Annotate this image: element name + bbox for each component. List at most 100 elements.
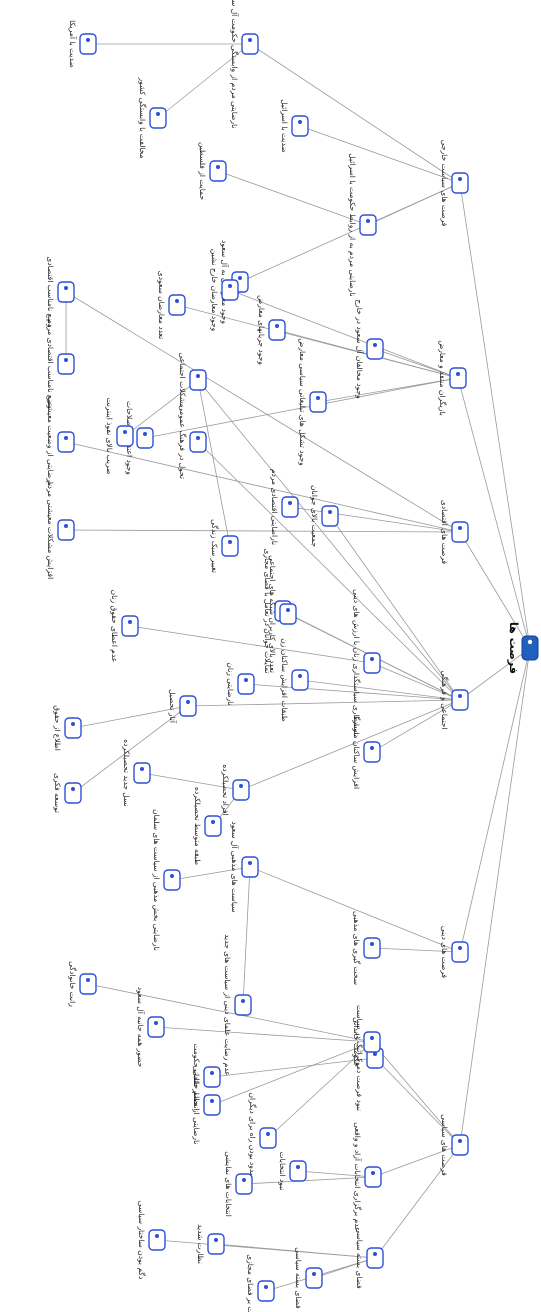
node-d7[interactable]: تعدد بالای کاربران شبکه های اجتماعی xyxy=(268,555,297,673)
node-e4[interactable]: سخت گیری های مذهبی xyxy=(352,911,381,985)
node-dot xyxy=(373,1252,377,1256)
node-f5[interactable]: نارضایتی از نظام خاندانی xyxy=(192,1066,221,1145)
link-f3 xyxy=(371,1041,461,1146)
node-d1[interactable]: مشکلات اجتماعی xyxy=(178,352,207,408)
node-dot xyxy=(214,1238,218,1242)
node-c[interactable]: فرصت های اقتصادی xyxy=(440,500,469,565)
link-f5 xyxy=(211,1041,373,1106)
node-c1[interactable]: وضع نامناسب اقتصادی xyxy=(46,256,75,328)
node-f10[interactable]: انتخابات های نمایشی xyxy=(224,1151,253,1217)
node-d18[interactable]: طبقه متوسط تحصیلکرده xyxy=(193,787,222,865)
node-b[interactable]: بازیگران منتقد و معارض xyxy=(438,340,467,416)
node-label: افزایش مشکلات معیشتی مردم xyxy=(46,481,55,579)
node-f9[interactable]: نبود انتخابات xyxy=(278,1152,307,1191)
node-label: نارضایتی بخش مذهبی از سیاست های سلمان xyxy=(152,809,161,951)
link-b1 xyxy=(374,348,459,379)
node-f8[interactable]: عدم برگزاری انتخابات آزاد و واقعی xyxy=(353,1122,382,1232)
node-f15[interactable]: دگم بودن ساختار سیاسی xyxy=(137,1201,166,1280)
link-f7 xyxy=(267,1041,373,1139)
node-b2[interactable]: وجود تشکل های تبلیغاتی سیاسی معارض xyxy=(298,338,327,466)
node-d16[interactable]: توسعه فکری xyxy=(53,773,82,813)
node-c5[interactable]: ناراضایتی اقتصادی مردم xyxy=(270,469,299,545)
node-c4[interactable]: افزایش مشکلات معیشتی مردم xyxy=(46,481,75,579)
link-f6 xyxy=(87,983,373,1043)
node-e1[interactable]: سیاست های مذهبی آل سعود xyxy=(230,821,259,913)
link-a5 xyxy=(217,170,369,226)
node-d15[interactable]: اطلاع از حقوق xyxy=(53,705,82,751)
node-d14[interactable]: افراد تحصیلکرده xyxy=(221,764,250,816)
node-e2[interactable]: نارضایتی بخش مذهبی از سیاست های سلمان xyxy=(152,809,181,951)
node-d11[interactable]: نارضایتی زنان xyxy=(226,662,255,706)
node-label: طبقه متوسط تحصیلکرده xyxy=(193,787,202,865)
document-node-icon xyxy=(321,505,339,527)
node-a2[interactable]: مخالفت با وابستگی کشور xyxy=(138,76,167,159)
node-b3[interactable]: وجود جریانهای معارض xyxy=(257,295,286,365)
root-node[interactable]: فرصت ها xyxy=(507,622,539,674)
node-f11[interactable]: فضای بسته سیاسی xyxy=(355,1227,384,1289)
node-label: مسدود بودن راه برای دیگران xyxy=(248,1092,257,1183)
node-b4[interactable]: وجود معارضان خارج نشین xyxy=(210,249,239,332)
node-d[interactable]: اجتماعی و فرهنگی xyxy=(440,670,469,730)
node-d9[interactable]: عدم اعطای حقوق زنان xyxy=(110,590,139,663)
link-b4 xyxy=(229,289,459,379)
document-node-icon xyxy=(241,856,259,878)
link-d6 xyxy=(329,515,461,701)
node-a[interactable]: فرصت های سیاست خارجی xyxy=(440,140,469,227)
node-f14[interactable]: نظارت شدید xyxy=(196,1224,225,1264)
node-a1a[interactable]: ضدیت با آمریکا xyxy=(68,20,97,68)
node-a3[interactable]: ضدیت با اسرائیل xyxy=(280,99,309,153)
node-label: نبود انتخابات xyxy=(278,1152,287,1191)
node-label: نسل جدید تحصیلکرده xyxy=(122,739,131,807)
node-f[interactable]: فرصت های سیاسی xyxy=(440,1114,469,1176)
node-dot xyxy=(298,674,302,678)
node-e[interactable]: فرصت های دینی xyxy=(440,926,469,979)
document-node-icon xyxy=(289,1160,307,1182)
node-label: طبقات افزایش ساکنان زن xyxy=(280,638,289,721)
node-dot xyxy=(238,276,242,280)
link-f10 xyxy=(243,1176,374,1185)
node-label: آثار تحصیل xyxy=(168,689,178,724)
node-a5[interactable]: حمایت از فلسطین xyxy=(198,142,227,200)
node-d6[interactable]: جمعیت بالای جوانان xyxy=(310,485,339,547)
node-dot xyxy=(370,942,374,946)
document-node-icon xyxy=(64,717,82,739)
node-d5[interactable]: تحول در فرهنگ عمومی xyxy=(178,405,207,479)
link-c xyxy=(459,531,531,649)
link-d13 xyxy=(371,699,461,753)
node-dot xyxy=(458,177,462,181)
node-d13[interactable]: افزایش ساکنان متوسط xyxy=(352,715,381,789)
node-d8[interactable]: ناسازگاری سیاستگذاری زنان با ارزش های دی… xyxy=(352,589,381,737)
node-a1[interactable]: نارضایتی مردم از وابستگی حکومت آل سعود ب… xyxy=(230,0,259,128)
document-node-icon xyxy=(309,391,327,413)
node-f3[interactable]: حکومت خاندانی xyxy=(352,1017,381,1067)
node-b1[interactable]: وجود مخالفان آل سعود در خارج xyxy=(355,299,384,399)
node-d2[interactable]: ضریب بالای نفوذ اینترنت xyxy=(105,397,134,475)
node-label: وجود معارضان خارج نشین xyxy=(210,249,219,332)
node-d12[interactable]: آثار تحصیل xyxy=(168,689,197,724)
link-e3 xyxy=(242,866,251,1006)
root-dot xyxy=(527,639,533,645)
node-f13[interactable]: نظارت بر فضای مجازی xyxy=(246,1254,275,1312)
link-a6 xyxy=(239,182,461,283)
node-dot xyxy=(288,501,292,505)
node-b5[interactable]: تعدد معارضان سعودی xyxy=(157,271,186,339)
node-f7[interactable]: مسدود بودن راه برای دیگران xyxy=(248,1092,277,1184)
node-f6[interactable]: رانت خانوادگی xyxy=(68,961,97,1007)
node-d3[interactable]: تغییر سبک زندگی xyxy=(210,519,239,573)
node-d10[interactable]: طبقات افزایش ساکنان زن xyxy=(280,638,309,722)
node-e3[interactable]: عدم رضایت علمای دینی از سیاست های جدید xyxy=(223,934,252,1076)
node-label: نظارت بر فضای مجازی xyxy=(246,1254,255,1312)
node-c3[interactable]: نارضایتی از وضعیت معیشتی xyxy=(46,398,75,486)
node-dot xyxy=(458,694,462,698)
link-e4 xyxy=(371,947,461,953)
node-label: نارضایتی از وضعیت معیشتی xyxy=(46,398,55,486)
node-f12[interactable]: فضای بسته سیاسی xyxy=(294,1247,323,1309)
node-c2[interactable]: وضع نامناسب اقتصادی مردم xyxy=(46,319,75,409)
node-a4[interactable]: نارضایتی مردم به از روابط حکومت با اسرائ… xyxy=(348,153,377,297)
node-label: ضدیت با اسرائیل xyxy=(280,99,289,153)
node-dot xyxy=(170,874,174,878)
node-f2[interactable]: انحصار طلبی حکومت xyxy=(192,1043,221,1111)
node-f4[interactable]: حضور همه جانبه آل سعود xyxy=(136,987,165,1068)
node-dot xyxy=(373,1052,377,1056)
node-d17[interactable]: نسل جدید تحصیلکرده xyxy=(122,739,151,807)
